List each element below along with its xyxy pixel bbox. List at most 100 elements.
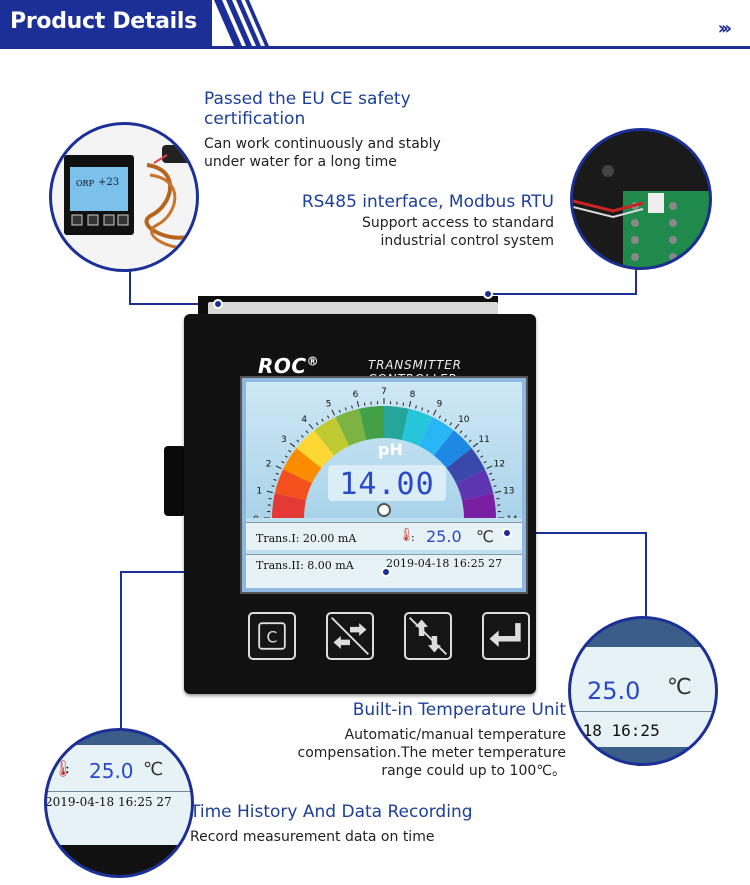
zoom-lcd-divider xyxy=(47,791,191,792)
colon-text: : xyxy=(65,761,70,777)
colon-text: : xyxy=(411,531,415,544)
lcd-inner: 01234567891011121314 pH 14.00 Trans.I: 2… xyxy=(246,382,522,588)
zoom-date-fragment: -18 16:25 xyxy=(573,721,660,740)
gauge-tick xyxy=(415,405,417,409)
gauge-tick xyxy=(483,460,487,464)
ph-display: 14.00 xyxy=(328,465,446,502)
callout-temperature-title: Built-in Temperature Unit xyxy=(352,700,566,720)
gauge-segment xyxy=(456,469,494,501)
gauge-tick xyxy=(489,472,493,475)
callout-rs485-desc: Support access to standard industrial co… xyxy=(361,215,554,249)
gauge-tick xyxy=(268,497,272,500)
gauge-scale-label: 9 xyxy=(437,400,443,410)
trans1-row: Trans.I: 20.00 mA 🌡 : 25.0 ℃ xyxy=(246,522,522,550)
zoom-circle-time: 🌡 : 25.0 ℃ 2019-04-18 16:25 27 xyxy=(44,728,194,878)
zoom-time-temp-value: 25.0 xyxy=(89,759,134,783)
gauge-tick xyxy=(275,465,282,469)
ph-value: 14.00 xyxy=(339,467,435,502)
gauge-scale-label: 7 xyxy=(381,387,387,397)
zoom-temperature-value: 25.0 xyxy=(587,677,641,705)
zoom-circle-device-cable: ORP +23 xyxy=(49,122,199,272)
callout-ce-desc: Can work continuously and stably under w… xyxy=(204,136,441,170)
header-stripes-decoration xyxy=(214,0,269,46)
registered-mark: ® xyxy=(306,354,320,369)
gauge-segment xyxy=(461,493,496,518)
temperature-value: 25.0 xyxy=(426,527,462,546)
gauge-tick xyxy=(454,423,460,430)
gauge-scale-label: 8 xyxy=(410,390,416,400)
header-underline xyxy=(0,46,750,49)
gauge-tick xyxy=(281,460,285,464)
gauge-scale-label: 4 xyxy=(301,415,307,425)
swap-button[interactable] xyxy=(326,612,374,660)
gauge-scale-label: 10 xyxy=(458,415,470,425)
gauge-segment xyxy=(314,417,350,456)
header-bar: Product Details ››› xyxy=(0,0,750,50)
gauge-scale-label: 1 xyxy=(256,487,262,497)
zoom-lcd-panel xyxy=(571,647,715,747)
gauge-tick xyxy=(438,415,442,419)
datetime-text: 2019-04-18 16:25 27 xyxy=(386,557,503,570)
gauge-tick xyxy=(408,400,412,407)
zoom-lcd-panel xyxy=(47,745,191,845)
connector-dot-rs485 xyxy=(483,289,493,299)
gauge-scale-label: 12 xyxy=(494,459,505,469)
gauge-segment xyxy=(384,406,409,441)
c-key-label: C xyxy=(267,628,278,646)
gauge-scale-label: 5 xyxy=(326,400,332,410)
trans1-text: Trans.I: 20.00 mA xyxy=(256,532,357,545)
gauge-tick xyxy=(433,409,437,416)
gauge-scale-label: 11 xyxy=(478,435,489,445)
gauge-tick xyxy=(344,407,347,411)
gauge-tick xyxy=(296,439,300,443)
gauge-segment xyxy=(296,430,335,469)
connector-dot-temperature xyxy=(502,528,512,538)
zoom-circle-temperature: 25.0 ℃ -18 16:25 xyxy=(568,616,718,766)
gauge-tick xyxy=(321,418,324,422)
gauge-tick xyxy=(464,434,468,438)
thermometer-icon: 🌡 xyxy=(53,761,74,778)
clear-button[interactable]: C xyxy=(248,612,296,660)
gauge-tick xyxy=(449,422,453,426)
callout-temperature-desc: Automatic/manual temperature compensatio… xyxy=(297,727,566,779)
callout-ce-title: Passed the EU CE safety certification xyxy=(204,89,411,129)
gauge-tick xyxy=(480,455,484,458)
gauge-tick xyxy=(271,485,275,487)
gauge-tick xyxy=(427,409,430,413)
enter-arrow-icon xyxy=(489,623,521,647)
gauge-tick xyxy=(275,472,279,475)
connector-dot-ce xyxy=(213,299,223,309)
gauge-tick xyxy=(495,490,502,494)
trans2-text: Trans.II: 8.00 mA xyxy=(256,559,354,572)
up-down-arrows-icon xyxy=(409,617,447,655)
gauge-segment xyxy=(401,408,433,446)
gauge-tick xyxy=(444,418,447,422)
gauge-tick xyxy=(402,402,405,406)
up-down-button[interactable] xyxy=(404,612,452,660)
gauge-scale-label: 13 xyxy=(503,487,514,497)
c-key-icon: C xyxy=(258,622,286,650)
gauge-tick xyxy=(289,442,296,448)
gauge-segment xyxy=(418,417,454,456)
zoom-temperature-unit: ℃ xyxy=(667,675,692,700)
gauge-scale-label: 0 xyxy=(253,515,259,518)
page-title: Product Details xyxy=(10,9,197,34)
gauge-tick xyxy=(338,409,341,413)
gauge-tick xyxy=(308,423,314,430)
gauge-segment xyxy=(446,448,485,484)
enter-button[interactable] xyxy=(482,612,530,660)
gauge-scale-label: 3 xyxy=(281,435,287,445)
gauge-tick xyxy=(476,449,480,453)
transmitter-controller-device: ROC® TRANSMITTER CONTROLLER 012345678910… xyxy=(164,296,546,694)
gauge-tick xyxy=(472,442,479,448)
zoom-datetime: 2019-04-18 16:25 27 xyxy=(45,795,172,809)
mini-device-value: +23 xyxy=(98,177,120,188)
gauge-scale-label: 14 xyxy=(506,515,518,518)
gauge-tick xyxy=(468,439,472,443)
gauge-tick xyxy=(315,422,319,426)
gauge-segment xyxy=(272,493,307,518)
gauge-tick xyxy=(351,405,353,409)
ph-gauge: 01234567891011121314 xyxy=(253,387,518,518)
connector-dot-time xyxy=(381,567,391,577)
gauge-tick xyxy=(331,409,335,416)
